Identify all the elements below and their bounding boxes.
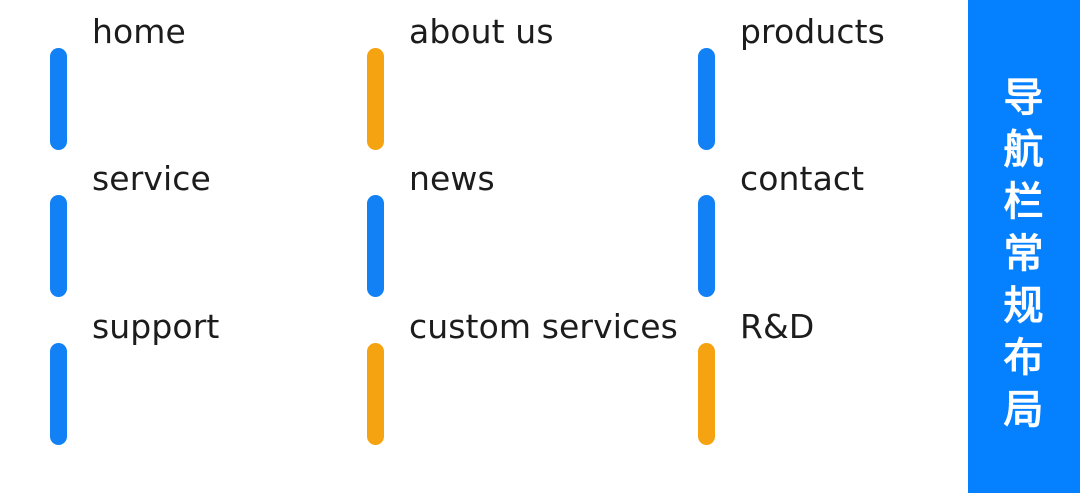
accent-bar-icon: [698, 343, 715, 445]
nav-item-label: news: [409, 159, 495, 198]
accent-bar-icon: [367, 195, 384, 297]
accent-bar-icon: [698, 195, 715, 297]
accent-bar-icon: [698, 48, 715, 150]
side-panel-title: 导 航 栏 常 规 布 局: [968, 72, 1080, 436]
side-panel-char: 航: [1003, 127, 1045, 173]
nav-item-label: about us: [409, 12, 554, 51]
side-panel-char: 局: [1003, 387, 1045, 433]
side-panel-char: 栏: [1003, 179, 1045, 225]
accent-bar-icon: [50, 48, 67, 150]
accent-bar-icon: [50, 343, 67, 445]
side-panel-char: 规: [1003, 283, 1045, 329]
nav-item-label: home: [92, 12, 186, 51]
nav-item-label: custom services: [409, 307, 678, 346]
side-panel-char: 布: [1003, 335, 1045, 381]
accent-bar-icon: [367, 48, 384, 150]
side-panel: 导 航 栏 常 规 布 局: [968, 0, 1080, 493]
accent-bar-icon: [367, 343, 384, 445]
nav-item-label: support: [92, 307, 220, 346]
nav-item-label: contact: [740, 159, 865, 198]
nav-item-label: R&D: [740, 307, 815, 346]
side-panel-char: 常: [1003, 231, 1045, 277]
nav-item-label: products: [740, 12, 885, 51]
nav-item-label: service: [92, 159, 211, 198]
navigation-grid: home about us products service news cont…: [50, 12, 885, 445]
side-panel-char: 导: [1003, 75, 1045, 121]
accent-bar-icon: [50, 195, 67, 297]
